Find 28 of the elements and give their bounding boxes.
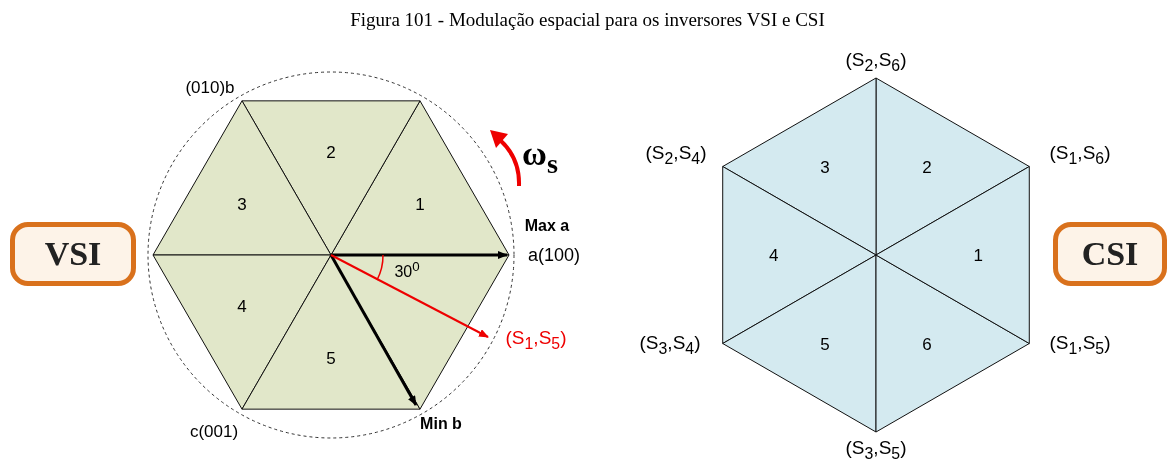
vertex-label: (S$_{2}$,S$_{4}$) — [645, 143, 707, 167]
sector-number: 6 — [922, 335, 932, 352]
sector-number: 1 — [973, 246, 983, 264]
vector-label: Min b — [420, 416, 462, 432]
inverter-label-box: CSI — [1053, 222, 1167, 286]
sector-number: 4 — [769, 246, 779, 264]
vertex-label: a(100) — [528, 246, 580, 264]
sector-number: 1 — [415, 195, 425, 213]
vector-label: (S$_{1}$,S$_{5}$) — [505, 328, 567, 352]
figure-title: Figura 101 - Modulação espacial para os inversores VSI e CSI — [349, 9, 826, 31]
sector-number: 5 — [326, 349, 336, 367]
sector-number: 4 — [237, 297, 247, 315]
vertex-label: (S$_{1}$,S$_{6}$) — [1049, 143, 1111, 167]
sector-number: 5 — [820, 335, 830, 352]
vertex-label: (010)b — [185, 78, 235, 96]
sector-number: 2 — [326, 143, 336, 161]
speed-symbol: ω$_{s}$ — [522, 137, 558, 179]
vertex-label: c(001) — [189, 422, 239, 440]
angle-label: 30$^{0}$ — [394, 259, 420, 281]
sector-number: 2 — [922, 158, 932, 175]
vertex-label: (S$_{1}$,S$_{5}$) — [1049, 333, 1111, 357]
sector-number: 3 — [237, 195, 247, 213]
inverter-label-box: VSI — [10, 222, 136, 286]
vector-label: Max a — [524, 218, 570, 234]
vertex-label: (S$_{3}$,S$_{5}$) — [845, 438, 907, 462]
vertex-label: (S$_{3}$,S$_{4}$) — [639, 333, 701, 357]
sector-number: 3 — [820, 158, 830, 175]
vertex-label: (S$_{2}$,S$_{6}$) — [845, 50, 907, 74]
